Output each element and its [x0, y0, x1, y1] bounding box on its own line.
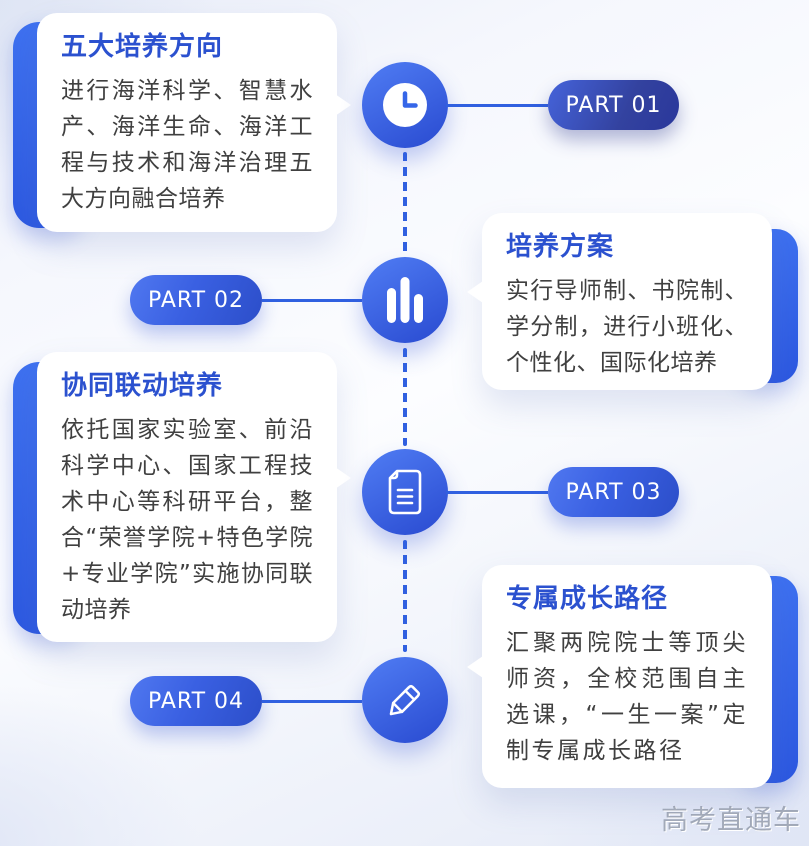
- card-body: 实行导师制、书院制、学分制，进行小班化、个性化、国际化培养: [506, 278, 748, 376]
- part-pill-2: PART 02: [130, 275, 262, 325]
- timeline-dashed-line: [403, 152, 407, 256]
- card-body: 依托国家实验室、前沿科学中心、国家工程技术中心等科研平台，整合“荣誉学院+特色学…: [61, 417, 313, 623]
- document-icon: [388, 469, 422, 515]
- timeline-node-3: [362, 449, 448, 535]
- card-1: 五大培养方向 进行海洋科学、智慧水产、海洋生命、海洋工程与技术和海洋治理五大方向…: [37, 13, 337, 232]
- bar-chart-icon: [387, 277, 423, 323]
- timeline-node-2: [362, 257, 448, 343]
- part-pill-3: PART 03: [548, 467, 679, 517]
- connector-line: [262, 299, 362, 302]
- clock-icon: [383, 83, 427, 127]
- connector-line: [446, 491, 548, 494]
- card-body: 进行海洋科学、智慧水产、海洋生命、海洋工程与技术和海洋治理五大方向融合培养: [61, 78, 313, 212]
- watermark: 高考直通车: [661, 805, 801, 836]
- card-title: 协同联动培养: [61, 371, 224, 401]
- part-pill-4: PART 04: [130, 676, 262, 726]
- card-body: 汇聚两院院士等顶尖师资，全校范围自主选课，“一生一案”定制专属成长路径: [506, 630, 748, 764]
- part-pill-1: PART 01: [548, 80, 679, 130]
- connector-line: [262, 700, 362, 703]
- card-4: 专属成长路径 汇聚两院院士等顶尖师资，全校范围自主选课，“一生一案”定制专属成长…: [482, 565, 772, 788]
- card-3: 协同联动培养 依托国家实验室、前沿科学中心、国家工程技术中心等科研平台，整合“荣…: [37, 352, 337, 642]
- timeline-node-4: [362, 657, 448, 743]
- timeline-dashed-line: [403, 540, 407, 652]
- connector-line: [446, 104, 548, 107]
- part-pill-label: PART 04: [147, 688, 245, 714]
- timeline-node-1: [362, 62, 448, 148]
- card-2: 培养方案 实行导师制、书院制、学分制，进行小班化、个性化、国际化培养: [482, 213, 772, 390]
- part-pill-label: PART 01: [565, 92, 662, 118]
- timeline-dashed-line: [403, 348, 407, 446]
- part-pill-label: PART 02: [147, 287, 245, 313]
- pencil-icon: [389, 684, 421, 716]
- card-arrow: [467, 281, 483, 303]
- card-arrow: [467, 656, 483, 678]
- card-arrow: [335, 467, 351, 489]
- card-title: 五大培养方向: [61, 32, 224, 62]
- part-pill-label: PART 03: [565, 479, 662, 505]
- card-title: 专属成长路径: [506, 584, 669, 614]
- card-title: 培养方案: [506, 232, 615, 262]
- card-arrow: [335, 94, 351, 116]
